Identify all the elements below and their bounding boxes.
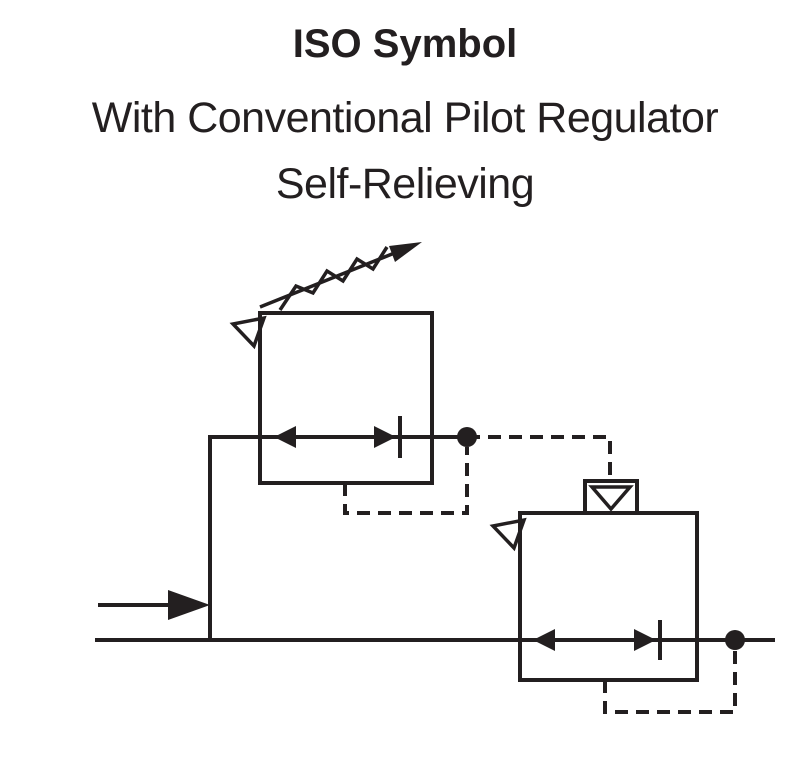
adjustment-arrowhead	[389, 242, 422, 262]
pilot-actuator-triangle-icon	[588, 485, 634, 512]
supply-riser-line	[208, 435, 262, 640]
main-flow-arrowhead-right	[634, 629, 656, 651]
relief-vent-triangle-icon	[489, 517, 527, 552]
pilot-actuator-box	[583, 479, 639, 515]
pilot-regulator	[229, 242, 458, 485]
main-flow-arrowhead-left	[533, 629, 555, 651]
junction-dot-outlet	[725, 630, 745, 650]
pilot-flow-arrowhead-left	[274, 426, 296, 448]
pilot-signal-line	[467, 435, 612, 481]
inlet-arrowhead-icon	[168, 590, 210, 620]
main-regulator-box	[518, 511, 699, 682]
main-feedback-line	[603, 650, 737, 714]
main-regulator	[489, 479, 699, 682]
pilot-regulator-box	[258, 311, 434, 485]
adjustment-arrow-shaft	[259, 248, 403, 309]
adjustment-arrow-icon	[259, 242, 422, 309]
relief-vent-triangle-icon	[229, 315, 267, 350]
title-line-2: With Conventional Pilot Regulator	[91, 94, 719, 142]
title-line-3: Self-Relieving	[275, 160, 535, 208]
pilot-flow-arrowhead-right	[374, 426, 396, 448]
title-line-1: ISO Symbol	[292, 22, 518, 66]
inlet-flow-arrow	[98, 590, 210, 620]
junction-dot-pilot	[457, 427, 477, 447]
pilot-feedback-line	[343, 447, 469, 515]
